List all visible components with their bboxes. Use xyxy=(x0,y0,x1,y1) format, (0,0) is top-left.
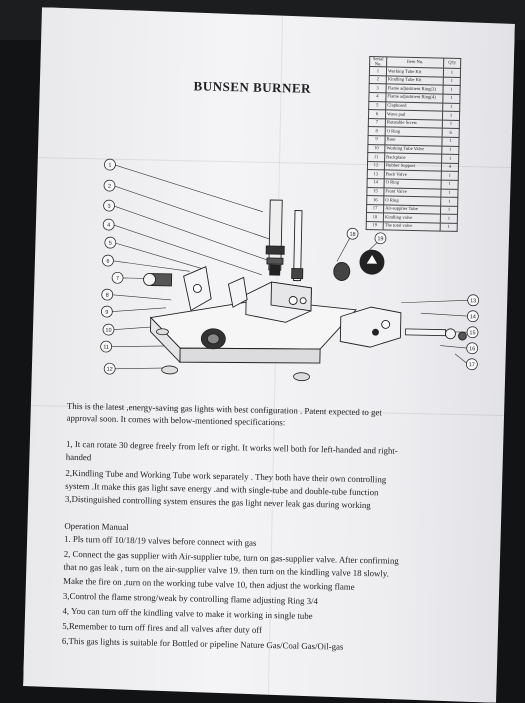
qty-cell: 6 xyxy=(442,128,459,137)
header-qty: Q'ty xyxy=(444,58,461,69)
callout-number: 13 xyxy=(470,298,476,304)
callout-number: 4 xyxy=(107,223,110,229)
qty-cell: 1 xyxy=(442,120,459,129)
callout-number: 14 xyxy=(470,314,476,320)
callout-number: 16 xyxy=(469,346,475,352)
callout-number: 17 xyxy=(469,362,475,368)
callout-circle xyxy=(103,324,114,335)
callout-number: 7 xyxy=(116,276,119,282)
callout-number: 2 xyxy=(108,184,111,190)
rubber-supports xyxy=(156,329,311,381)
serial-cell: 6 xyxy=(368,110,385,119)
manual-4: 4, You can turn off the kindling valve t… xyxy=(62,605,313,621)
side-block xyxy=(340,306,401,347)
callout-circle xyxy=(112,272,123,283)
spec-1b: handed xyxy=(65,451,92,463)
callout-circle xyxy=(104,159,115,170)
callout-circle xyxy=(105,237,116,248)
qty-cell: 1 xyxy=(443,77,460,86)
serial-cell: 9 xyxy=(368,135,385,144)
callout-number: 15 xyxy=(469,330,475,336)
manual-3: 3,Control the flame strong/weak by contr… xyxy=(62,590,319,607)
qty-cell: 1 xyxy=(443,68,460,77)
callout-circle xyxy=(375,233,386,244)
kindling-tube xyxy=(292,210,304,280)
callout-circle xyxy=(103,219,114,230)
manual-1: 1. Pls turn off 10/18/19 valves before c… xyxy=(64,533,257,548)
qty-cell: 1 xyxy=(442,137,459,146)
qty-cell: 1 xyxy=(443,94,460,103)
callout-number: 10 xyxy=(105,328,111,334)
manual-2c: Make the fire on ,turn on the working tu… xyxy=(63,575,355,592)
header-serial: Serial No. xyxy=(370,57,387,68)
total-valve xyxy=(334,249,385,281)
rotatable-screw xyxy=(143,273,171,286)
clapboard xyxy=(183,266,248,311)
callout-circle xyxy=(467,327,478,338)
callout-circle xyxy=(467,311,478,322)
manual-5: 5,Remember to turn off fires and all val… xyxy=(62,620,263,635)
callout-circle xyxy=(101,306,112,317)
callout-circle xyxy=(102,289,113,300)
callout-number: 8 xyxy=(106,293,109,299)
callout-circle xyxy=(466,359,477,370)
air-supplier-tube xyxy=(405,328,466,340)
callout-circle xyxy=(103,200,114,211)
callout-number: 3 xyxy=(107,204,110,210)
valve-body xyxy=(246,282,312,323)
serial-cell: 2 xyxy=(369,75,386,84)
callout-circle xyxy=(104,363,115,374)
callout-circle xyxy=(104,180,115,191)
callout-number: 9 xyxy=(105,310,108,316)
qty-cell: 1 xyxy=(443,85,460,94)
qty-cell: 1 xyxy=(443,103,460,112)
instruction-sheet: BUNSEN BURNER Serial No. Item No. Q'ty 1… xyxy=(23,7,515,703)
callout-circle xyxy=(347,228,358,239)
spec-1a: 1, It can rotate 30 degree freely from l… xyxy=(65,438,398,456)
manual-6: 6,This gas lights is suitable for Bottle… xyxy=(61,635,344,652)
callout-number: 18 xyxy=(349,232,355,238)
serial-cell: 7 xyxy=(368,118,385,127)
callout-number: 12 xyxy=(107,367,113,373)
callout-circle xyxy=(102,255,113,266)
callout-number: 6 xyxy=(106,259,109,265)
working-tube xyxy=(266,200,286,275)
callout-circle xyxy=(468,295,479,306)
working-tube-valve xyxy=(201,329,225,349)
serial-cell: 3 xyxy=(369,84,386,93)
page-title: BUNSEN BURNER xyxy=(193,78,312,96)
callout-number: 11 xyxy=(103,345,109,351)
callout-circle xyxy=(101,341,112,352)
callout-number: 1 xyxy=(108,163,111,169)
serial-cell: 4 xyxy=(369,93,386,102)
callout-circle xyxy=(467,343,478,354)
serial-cell: 8 xyxy=(368,127,385,136)
callout-number: 5 xyxy=(109,241,112,247)
serial-cell: 5 xyxy=(369,101,386,110)
qty-cell: 1 xyxy=(442,111,459,120)
manual-heading: Operation Manual xyxy=(64,520,129,533)
serial-cell: 1 xyxy=(369,67,386,76)
callout-number: 19 xyxy=(377,236,383,242)
